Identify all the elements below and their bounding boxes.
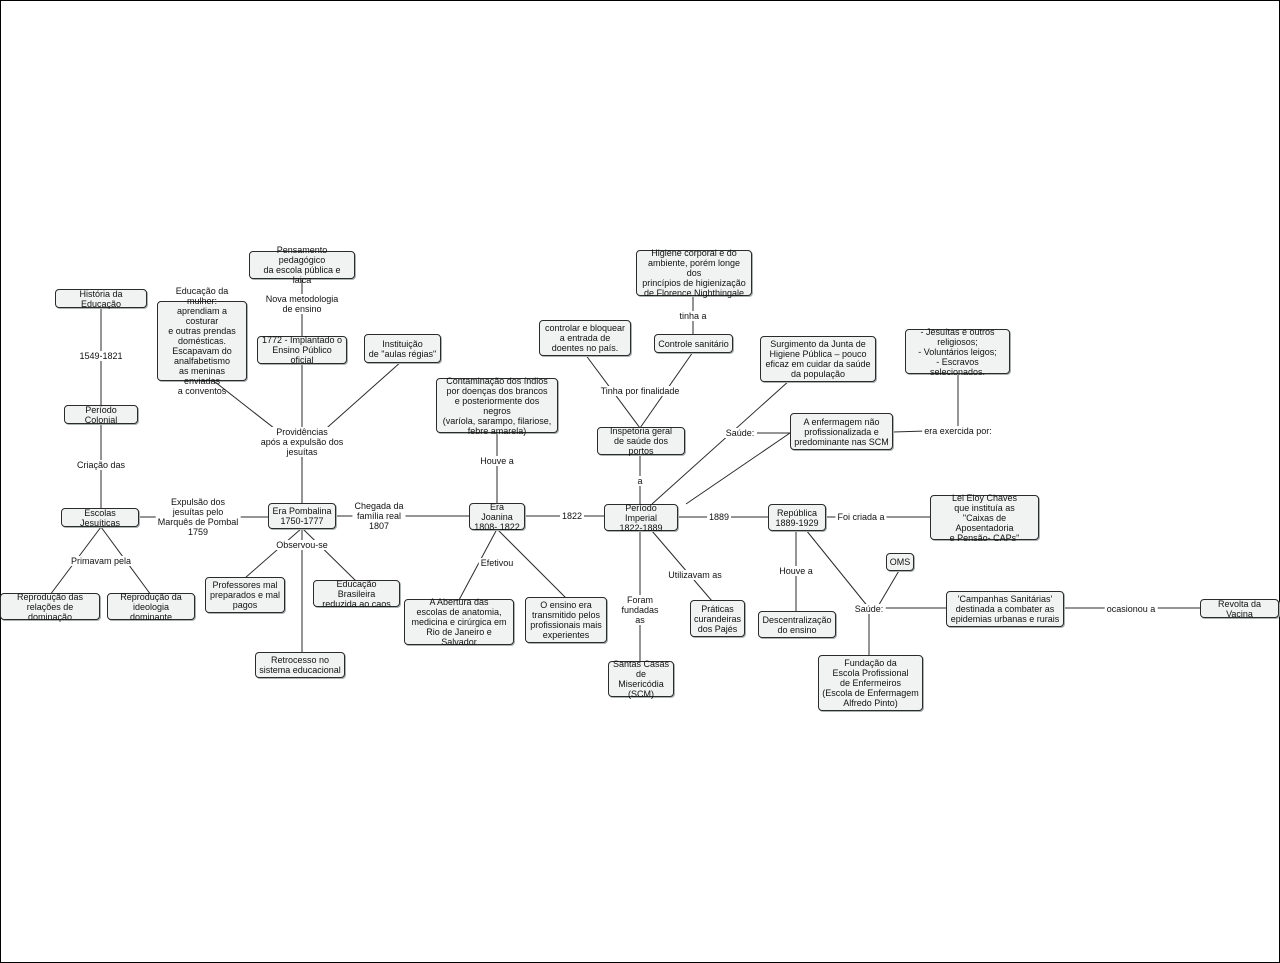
link-label-tinha-a: tinha a bbox=[677, 311, 709, 321]
node-junta-higiene[interactable]: Surgimento da Junta de Higiene Pública –… bbox=[760, 336, 876, 382]
node-periodo-colonial[interactable]: Período Colonial bbox=[64, 405, 138, 425]
link-label-primavam-pela: Primavam pela bbox=[68, 556, 134, 566]
link-label-saude-republica: Saúde: bbox=[852, 604, 886, 614]
link-label-1889: 1889 bbox=[706, 512, 732, 522]
node-professores-mal-preparados[interactable]: Professores mal preparados e mal pagos bbox=[205, 577, 285, 613]
node-contaminacao-indios[interactable]: Contaminação dos índios por doenças dos … bbox=[436, 376, 558, 436]
node-educacao-caos[interactable]: Educação Brasileira reduzida ao caos bbox=[313, 579, 400, 609]
node-inspetoria-geral[interactable]: Inspetoria geral de saúde dos portos bbox=[597, 426, 685, 456]
link-label-efetivou: Efetivou bbox=[478, 558, 516, 568]
node-jesuitas-outros[interactable]: - Jesuítas e outros religiosos; - Volunt… bbox=[905, 327, 1010, 377]
node-revolta-vacina[interactable]: Revolta da Vacina bbox=[1200, 599, 1279, 619]
link-label-houve-a-republica: Houve a bbox=[777, 566, 815, 576]
node-historia-educacao[interactable]: História da Educação bbox=[55, 289, 147, 309]
link-label-foi-criada-a: Foi criada a bbox=[835, 512, 887, 522]
link-label-tinha-por-finalidade: Tinha por finalidade bbox=[598, 386, 682, 396]
node-oms[interactable]: OMS bbox=[886, 553, 914, 571]
node-enfermagem-nao-profissionalizada[interactable]: A enfermagem não profissionalizada e pre… bbox=[790, 413, 893, 450]
link-label-foram-fundadas: Foram fundadas as bbox=[619, 595, 661, 625]
link-label-providencias: Providências após a expulsão dos jesuíta… bbox=[258, 427, 346, 457]
link-label-expulsao-jesuitas: Expulsão dos jesuítas pelo Marquês de Po… bbox=[155, 497, 241, 537]
node-campanhas-sanitarias[interactable]: 'Campanhas Sanitárias' destinada a comba… bbox=[946, 591, 1064, 627]
link-label-chegada-familia-real: Chegada da família real 1807 bbox=[352, 501, 406, 531]
link-label-a: a bbox=[635, 476, 645, 486]
node-retrocesso[interactable]: Retrocesso no sistema educacional bbox=[255, 652, 345, 678]
node-era-pombalina[interactable]: Era Pombalina 1750-1777 bbox=[268, 503, 336, 529]
node-pensamento-pedagogico[interactable]: Pensamento pedagógico da escola pública … bbox=[249, 245, 355, 285]
link-label-ocasionou-a: ocasionou a bbox=[1104, 604, 1158, 614]
node-controlar-bloquear[interactable]: controlar e bloquear a entrada de doente… bbox=[539, 320, 631, 356]
node-reproducao-ideologia[interactable]: Reprodução da ideologia dominante bbox=[107, 592, 195, 622]
node-aulas-regias[interactable]: Instituição de "aulas régias" bbox=[364, 334, 441, 363]
node-santas-casas[interactable]: Santas Casas de Misericódia (SCM) bbox=[608, 659, 674, 699]
link-label-utilizavam-as: Utilizavam as bbox=[666, 570, 724, 580]
link-label-era-exercida-por: era exercida por: bbox=[922, 426, 994, 436]
node-era-joanina[interactable]: Era Joanina 1808- 1822 bbox=[469, 502, 525, 532]
node-descentralizacao[interactable]: Descentralização do ensino bbox=[758, 611, 836, 638]
node-escola-enfermeiros[interactable]: Fundação da Escola Profissional de Enfer… bbox=[818, 655, 923, 711]
node-ensino-transmitido[interactable]: O ensino era transmitido pelos profissio… bbox=[525, 597, 607, 643]
node-praticas-curandeiras[interactable]: Práticas curandeiras dos Pajés bbox=[690, 600, 745, 637]
link-label-1549-1821: 1549-1821 bbox=[77, 351, 125, 361]
node-educacao-mulher[interactable]: Educação da mulher: aprendiam a costurar… bbox=[157, 286, 247, 396]
node-lei-eloy-chaves[interactable]: Lei Eloy Chaves que instituía as "Caixas… bbox=[930, 493, 1039, 543]
node-controle-sanitario[interactable]: Controle sanitário bbox=[654, 334, 733, 353]
link-label-saude-imperial: Saúde: bbox=[723, 428, 757, 438]
node-escolas-jesuiticas[interactable]: Escolas Jesuíticas bbox=[61, 508, 139, 528]
link-label-nova-metodologia: Nova metodologia de ensino bbox=[263, 294, 341, 314]
node-republica[interactable]: República 1889-1929 bbox=[768, 504, 826, 531]
node-higiene-corporal[interactable]: Higiene corporal e do ambiente, porém lo… bbox=[636, 248, 752, 298]
node-reproducao-relacoes[interactable]: Reprodução das relações de dominação bbox=[0, 592, 100, 622]
link-label-criacao-das: Criação das bbox=[74, 460, 128, 470]
link-label-1822: 1822 bbox=[559, 511, 585, 521]
node-abertura-escolas[interactable]: A Abertura das escolas de anatomia, medi… bbox=[404, 597, 514, 647]
node-ensino-publico-oficial[interactable]: 1772 - Implantado o Ensino Público ofici… bbox=[257, 335, 347, 365]
link-label-observou-se: Observou-se bbox=[274, 540, 330, 550]
link-label-houve-a: Houve a bbox=[478, 456, 516, 466]
node-periodo-imperial[interactable]: Período Imperial 1822-1889 bbox=[604, 503, 678, 533]
